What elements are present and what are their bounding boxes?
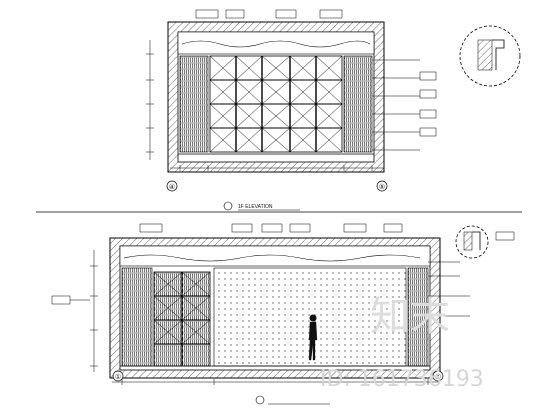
lower-left-dimensions	[90, 250, 98, 372]
watermark-id: ID: 161736193	[320, 367, 484, 392]
upper-ceiling-band	[177, 31, 375, 55]
upper-right-wood-panel	[343, 55, 373, 153]
lower-axis-label-left: ①	[115, 373, 121, 381]
upper-elevation: ④ ⑤	[146, 9, 521, 192]
upper-right-leaders	[372, 59, 437, 151]
lower-ceiling-band	[119, 245, 431, 267]
upper-left-dimensions	[146, 40, 154, 160]
lower-ceiling-light-line	[123, 254, 421, 262]
upper-elevation-title-block: 1F ELEVATION	[36, 201, 522, 213]
lower-axis-marker-left: ①	[112, 370, 124, 382]
lower-left-wood-panel	[121, 267, 153, 367]
lower-top-tags	[139, 223, 403, 233]
lower-detail-bubble	[455, 225, 489, 259]
lower-elevation-title-block	[255, 395, 330, 405]
upper-lattice-doors	[209, 55, 343, 153]
human-scale-figure	[308, 314, 318, 361]
lower-elevation: ① ④	[51, 223, 515, 385]
watermark: 知末 ID: 161736193	[320, 294, 484, 392]
lower-bottom-dimensions	[112, 379, 440, 385]
upper-axis-label-left: ④	[169, 183, 175, 191]
upper-elevation-title: 1F ELEVATION	[238, 204, 273, 210]
lower-lattice-door	[153, 271, 211, 367]
upper-bottom-dimensions	[170, 165, 384, 171]
watermark-logo-text: 知末	[370, 294, 450, 340]
lower-right-leaders	[428, 231, 515, 317]
lower-left-tag	[51, 295, 90, 305]
upper-axis-marker-right: ⑤	[376, 180, 388, 192]
upper-ceiling-light-line	[181, 40, 371, 48]
upper-axis-marker-left: ④	[166, 180, 178, 192]
upper-left-wood-panel	[179, 55, 209, 153]
upper-detail-bubble	[459, 25, 521, 87]
upper-axis-label-right: ⑤	[379, 183, 385, 191]
lower-axis-marker-right: ④	[432, 370, 444, 382]
title-bubble	[223, 201, 233, 211]
upper-top-tags	[195, 9, 343, 19]
lower-axis-label-right: ④	[435, 373, 441, 381]
